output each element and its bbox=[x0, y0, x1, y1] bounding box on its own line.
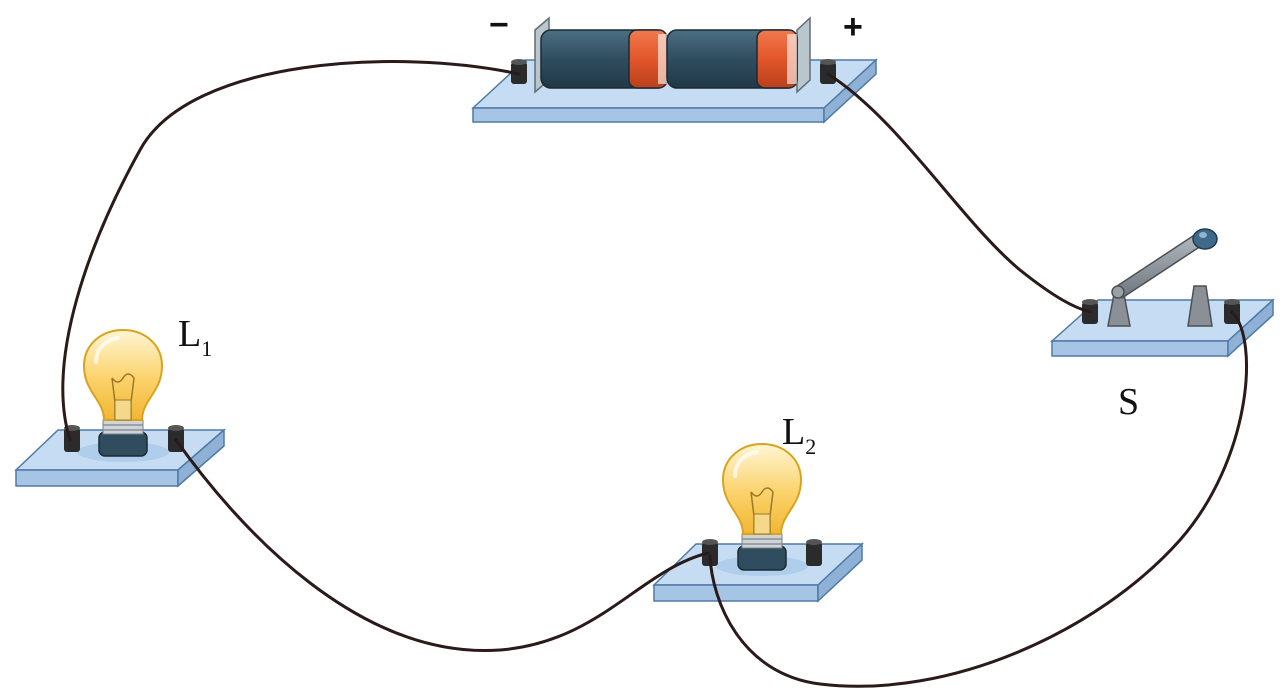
lamp-l1: L1 bbox=[14, 313, 227, 488]
switch-s: S bbox=[1050, 228, 1275, 423]
battery-positive-sign: + bbox=[843, 8, 863, 46]
switch-hinge-post bbox=[1107, 293, 1131, 327]
lamp-l2-label: L2 bbox=[782, 411, 816, 459]
switch-handle bbox=[1192, 228, 1218, 250]
lamp-l1-label: L1 bbox=[178, 313, 212, 361]
wire-l1-to-l2 bbox=[174, 438, 710, 652]
battery-holder: − + bbox=[471, 6, 878, 124]
battery-cell-1 bbox=[540, 29, 668, 89]
battery-cell-2 bbox=[666, 29, 798, 89]
switch-blade bbox=[1112, 232, 1206, 300]
wire-battery-positive-to-switch bbox=[826, 72, 1092, 314]
lamp-l2-left-terminal bbox=[702, 539, 718, 566]
lamp-l2: L2 bbox=[652, 411, 864, 603]
battery-negative-terminal bbox=[511, 59, 527, 84]
switch-label: S bbox=[1118, 381, 1139, 423]
switch-board bbox=[1050, 298, 1275, 358]
battery-positive-plate bbox=[796, 16, 811, 94]
battery-positive-terminal bbox=[820, 59, 836, 84]
lamp-l1-bulb bbox=[82, 328, 164, 457]
switch-pivot bbox=[1111, 285, 1125, 299]
wire-switch-to-l2 bbox=[708, 310, 1248, 688]
lamp-l2-right-terminal bbox=[806, 539, 822, 566]
wire-battery-negative-to-l1 bbox=[61, 60, 521, 442]
battery-negative-sign: − bbox=[489, 6, 509, 44]
lamp-l2-bulb bbox=[721, 442, 803, 571]
switch-contact-clip bbox=[1187, 285, 1213, 327]
